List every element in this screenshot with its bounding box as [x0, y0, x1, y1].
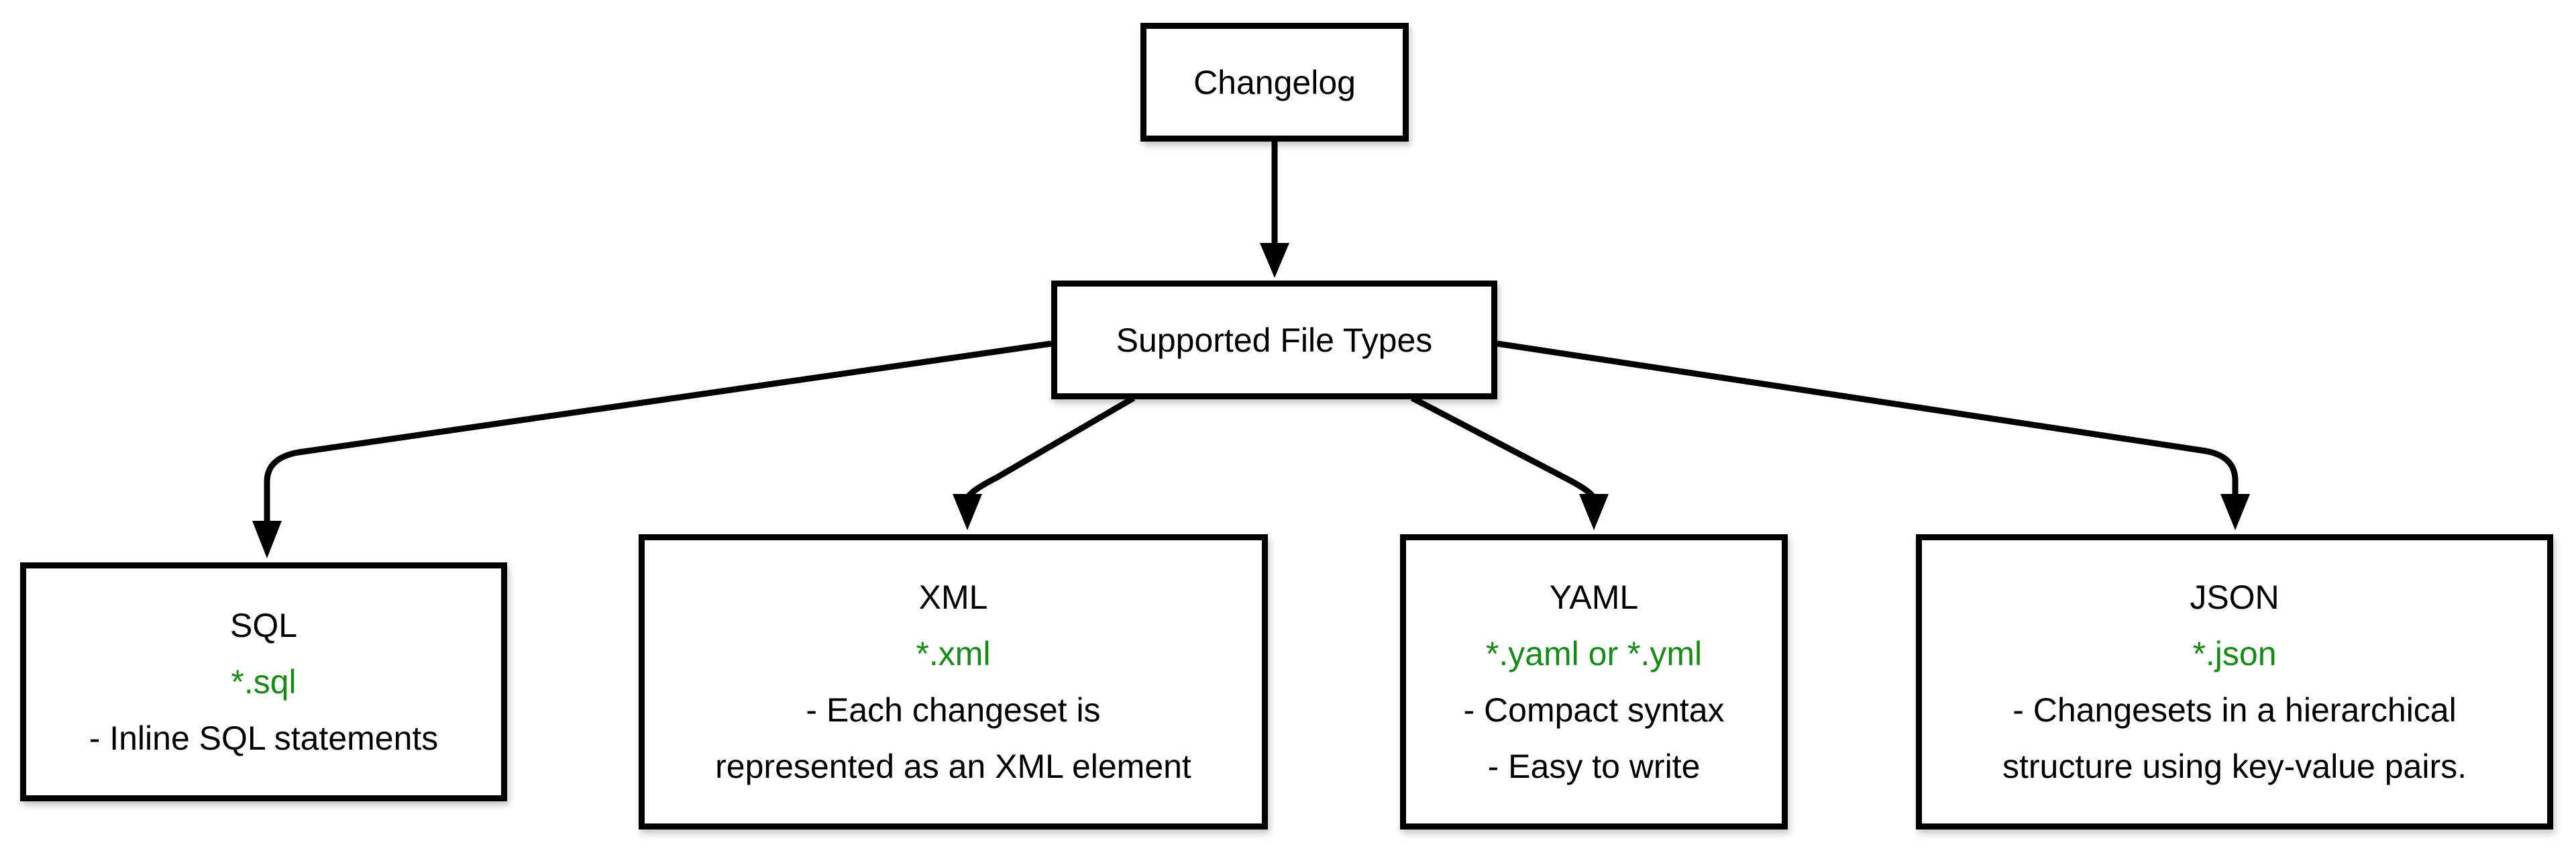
- node-json: JSON *.json - Changesets in a hierarchic…: [1916, 534, 2553, 830]
- node-supported-file-types-label: Supported File Types: [1116, 321, 1433, 359]
- node-changelog-label: Changelog: [1193, 63, 1356, 101]
- node-json-description-line-1: - Changesets in a hierarchical: [2012, 691, 2457, 729]
- arrowhead-to-sql: [252, 521, 282, 558]
- node-yaml: YAML *.yaml or *.yml - Compact syntax - …: [1400, 534, 1788, 830]
- node-yaml-description-line-1: - Compact syntax: [1463, 691, 1725, 729]
- node-sql-title: SQL: [229, 607, 298, 644]
- node-json-description-line-2: structure using key-value pairs.: [2002, 748, 2467, 785]
- arrowhead-to-xml: [953, 494, 982, 530]
- connector-hub-to-json: [1497, 340, 2239, 499]
- arrowhead-to-hub: [1260, 243, 1289, 278]
- node-sql-extension: *.sql: [231, 663, 297, 701]
- node-yaml-description-line-2: - Easy to write: [1487, 748, 1701, 785]
- node-json-extension: *.json: [2192, 635, 2277, 672]
- node-changelog: Changelog: [1140, 23, 1409, 142]
- node-xml-extension: *.xml: [916, 635, 991, 672]
- node-xml: XML *.xml - Each changeset is represente…: [639, 534, 1268, 830]
- node-sql-description: - Inline SQL statements: [89, 719, 439, 757]
- node-yaml-title: YAML: [1549, 579, 1639, 616]
- connector-hub-to-xml: [964, 395, 1136, 501]
- arrowhead-to-json: [2220, 494, 2250, 530]
- node-xml-description-line-1: - Each changeset is: [806, 691, 1101, 729]
- node-xml-title: XML: [918, 579, 988, 616]
- node-supported-file-types: Supported File Types: [1051, 281, 1497, 399]
- node-sql: SQL *.sql - Inline SQL statements: [20, 562, 507, 801]
- node-xml-description-line-2: represented as an XML element: [715, 748, 1191, 785]
- node-json-title: JSON: [2190, 579, 2279, 616]
- connector-hub-to-sql: [264, 340, 1052, 525]
- arrowhead-to-yaml: [1579, 494, 1609, 530]
- node-yaml-extension: *.yaml or *.yml: [1485, 635, 1703, 672]
- connector-hub-to-yaml: [1410, 395, 1597, 501]
